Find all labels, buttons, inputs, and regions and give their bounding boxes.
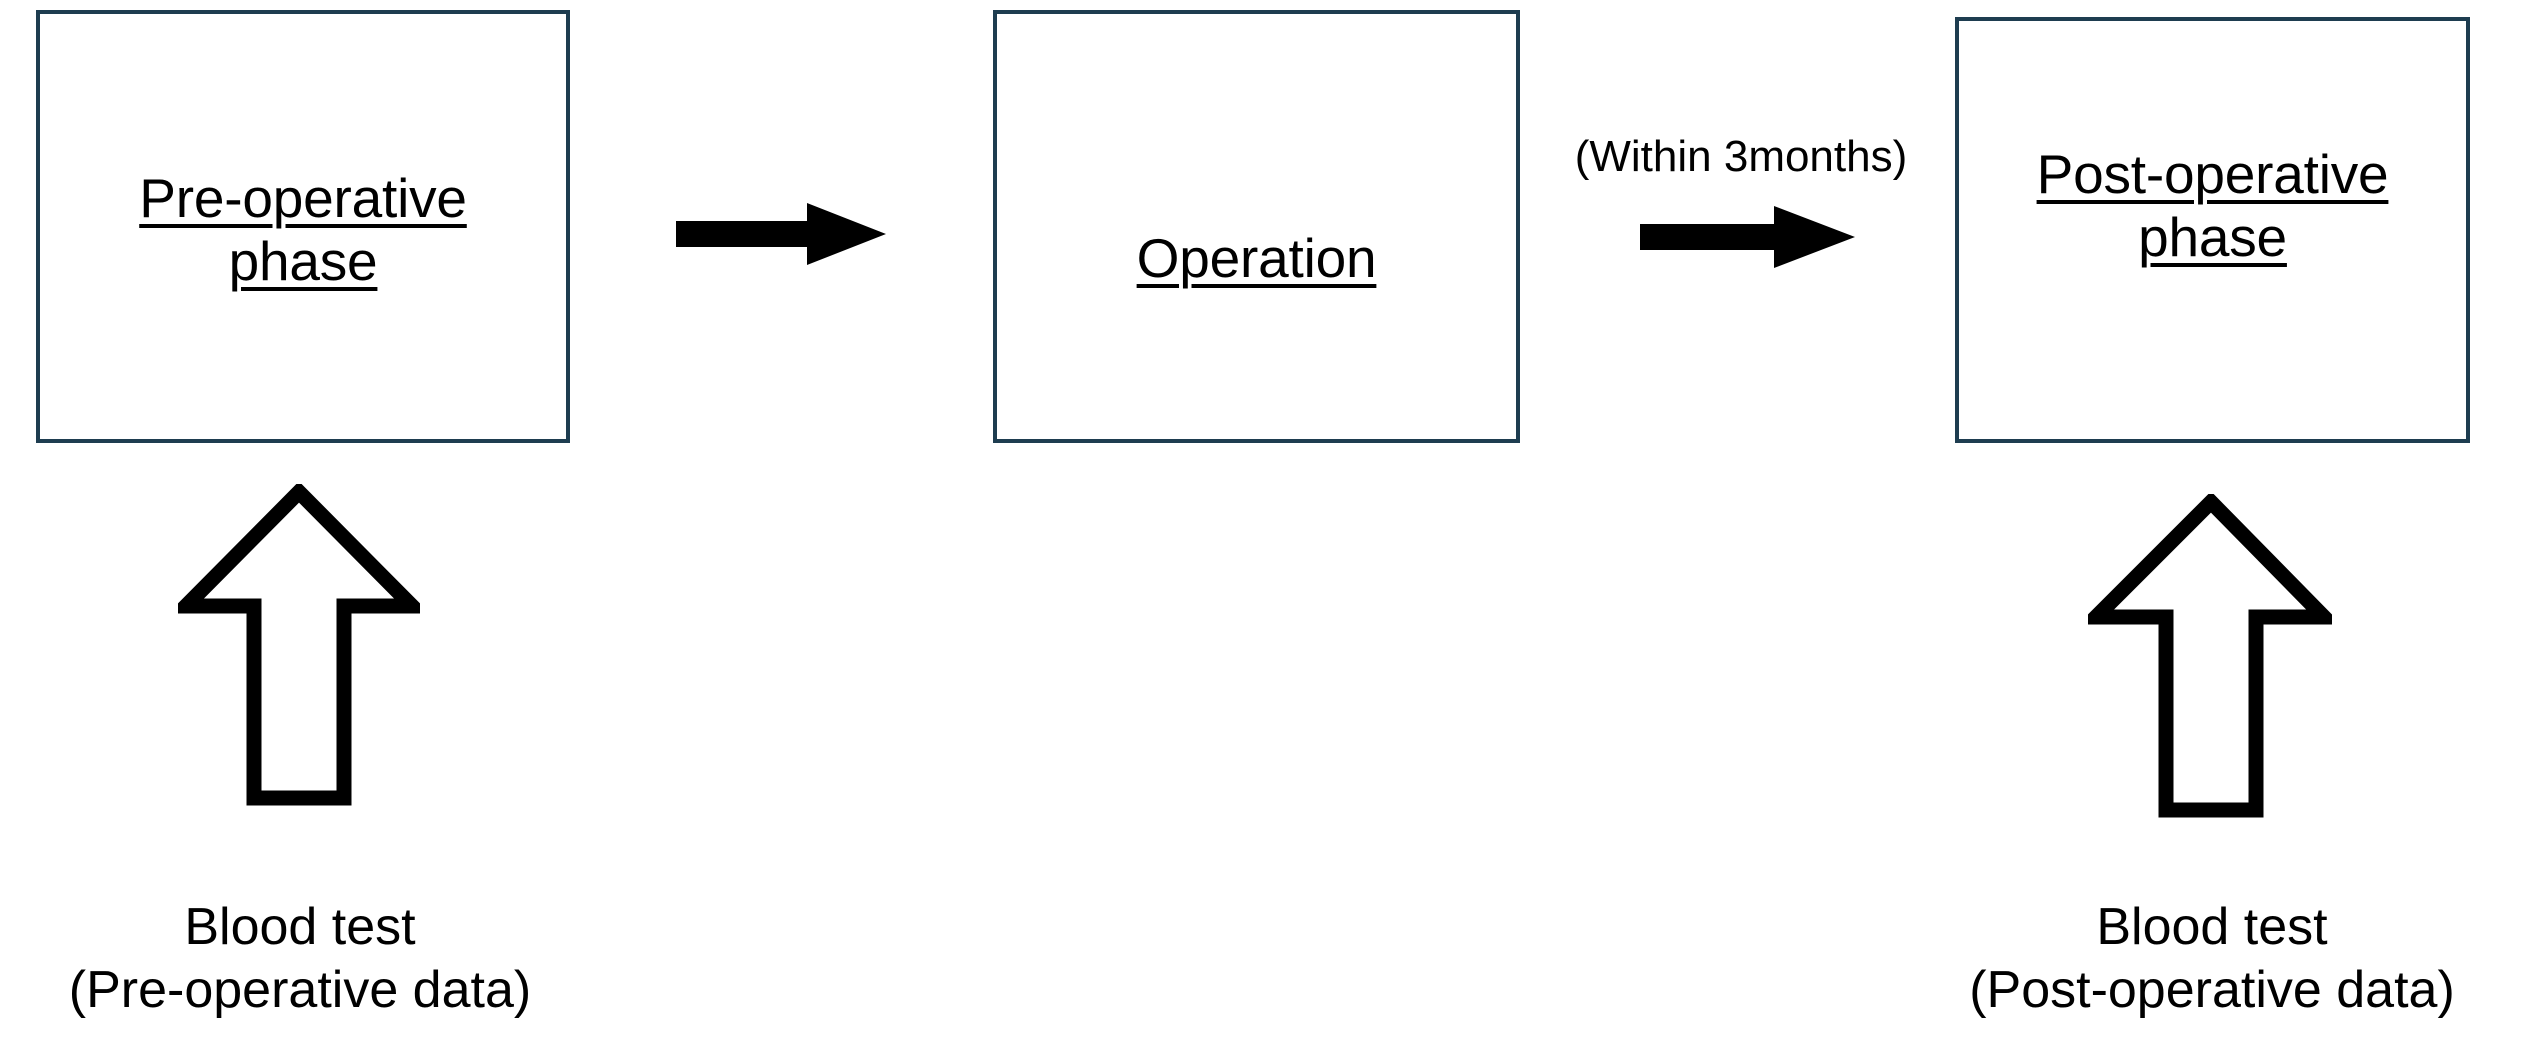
hollow-up-arrow-blood-test-post <box>2077 491 2342 818</box>
phase-box-post-operative-label: Post-operative phase <box>2036 143 2389 268</box>
caption-blood-test-pre: Blood test (Pre-operative data) <box>68 898 532 1019</box>
flow-arrow-operation-to-post <box>1640 206 1855 268</box>
connector-label-within-3months: (Within 3months) <box>1574 132 1908 181</box>
phase-box-operation: Operation <box>993 10 1520 443</box>
up-arrow-outline-icon <box>2077 491 2342 818</box>
phase-box-operation-label: Operation <box>1136 227 1377 290</box>
up-arrow-outline-icon <box>168 481 430 806</box>
flow-arrow-pre-to-operation <box>676 203 886 265</box>
hollow-up-arrow-blood-test-pre <box>168 481 430 806</box>
right-arrow-icon <box>676 203 886 265</box>
phase-box-pre-operative: Pre-operative phase <box>36 10 570 443</box>
phase-box-pre-operative-label: Pre-operative phase <box>139 166 467 292</box>
right-arrow-icon <box>1640 206 1855 268</box>
caption-blood-test-post: Blood test (Post-operative data) <box>1969 898 2455 1019</box>
phase-box-post-operative: Post-operative phase <box>1955 17 2470 443</box>
